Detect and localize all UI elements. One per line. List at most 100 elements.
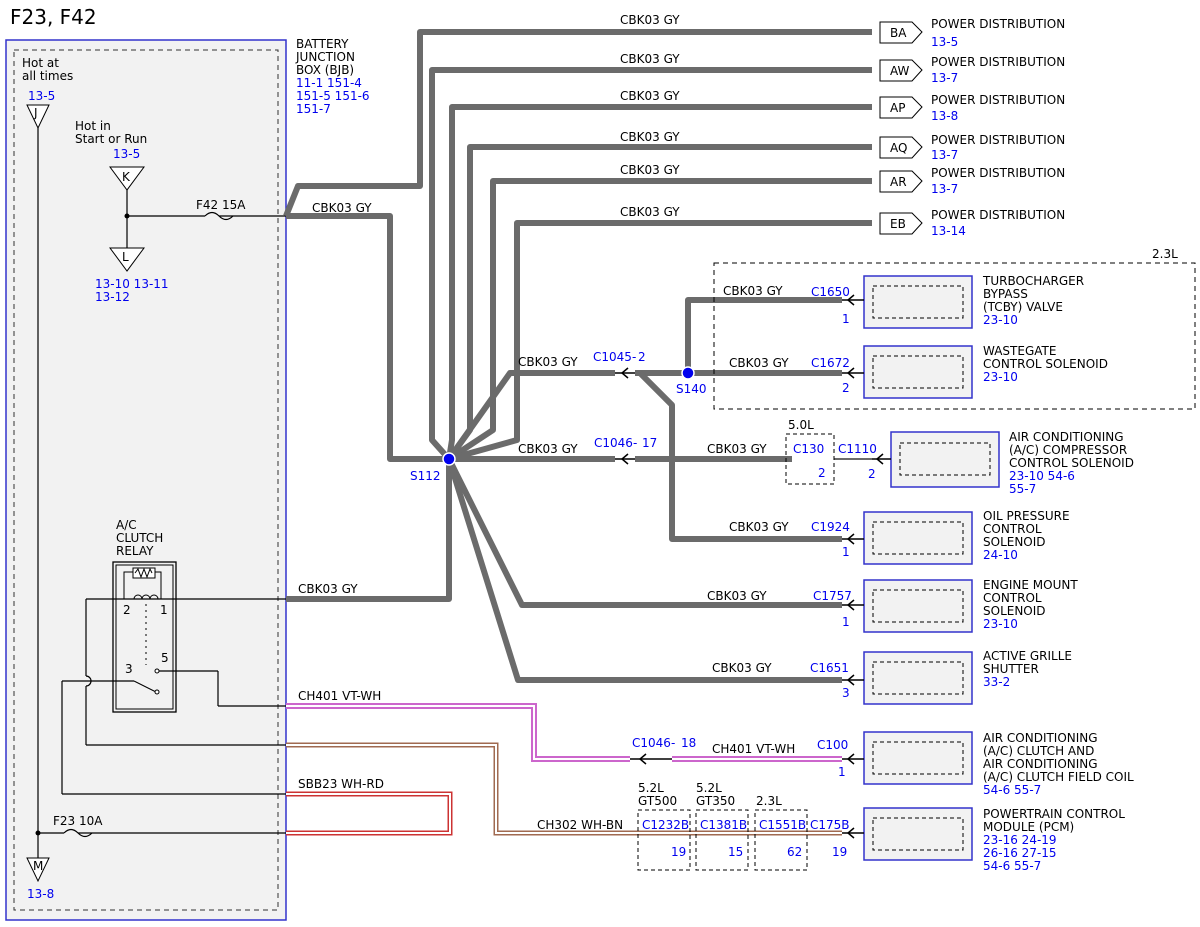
variant-gt500-conn: C1232B [642, 818, 689, 832]
relay-pin-1: 1 [160, 603, 168, 617]
comp-c100-line-1: AIR CONDITIONING [983, 731, 1098, 745]
hot-start-ref: 13-5 [113, 147, 140, 161]
cbk03-harness [283, 29, 872, 683]
wire-label: CBK03 GY [620, 163, 680, 177]
wire-label: CBK03 GY [729, 356, 789, 370]
comp-c1110-ref-1: 23-10 54-6 [1009, 469, 1075, 483]
wire-label: CBK03 GY [729, 520, 789, 534]
connector-j-label: J [33, 106, 38, 120]
comp-c1110-line-2: (A/C) COMPRESSOR [1009, 443, 1127, 457]
relay-pin-3: 3 [125, 662, 133, 676]
variant-gt500-line-1: 5.2L [638, 781, 664, 795]
group-2-3l-outline [713, 262, 1196, 410]
wire-label: CBK03 GY [620, 205, 680, 219]
wire-label: CBK03 GY [620, 52, 680, 66]
wire-label: CBK03 GY [518, 355, 578, 369]
c1046-18-dash: - [671, 736, 675, 750]
c1046-17-label: C1046 [594, 436, 633, 450]
relay-pin-2: 2 [123, 603, 131, 617]
bjb-name-line-2: JUNCTION [295, 50, 355, 64]
pd-ap-code: AP [890, 101, 905, 115]
comp-c100-line-3: AIR CONDITIONING [983, 757, 1098, 771]
splice-s112-icon [442, 452, 456, 466]
bjb-internal-wiring [37, 128, 286, 858]
c1046-18-label: C1046 [632, 736, 671, 750]
comp-c1650-line-2: BYPASS [983, 287, 1028, 301]
wire-label: CBK03 GY [620, 89, 680, 103]
comp-c1110-ref-2: 55-7 [1009, 482, 1036, 496]
power-distribution-ar: AR POWER DISTRIBUTION 13-7 [879, 166, 1065, 196]
hot-always-line-1: Hot at [22, 56, 59, 70]
comp-c1672-ref-1: 23-10 [983, 370, 1018, 384]
comp-c1672-line-2: CONTROL SOLENOID [983, 357, 1108, 371]
wire-label: CBK03 GY [707, 442, 767, 456]
comp-c1924-ref-1: 24-10 [983, 548, 1018, 562]
component-oil-pressure-solenoid [842, 511, 973, 565]
wire-label: CBK03 GY [620, 13, 680, 27]
pd-aw-code: AW [890, 64, 910, 78]
conn-c1672: C1672 [811, 356, 850, 370]
comp-pcm-line-2: MODULE (PCM) [983, 820, 1074, 834]
comp-c1110-line-3: CONTROL SOLENOID [1009, 456, 1134, 470]
connector-l-ref-1: 13-10 13-11 [95, 277, 169, 291]
connector-k-icon [109, 166, 145, 191]
c1045-arrow-icon [615, 367, 635, 379]
pd-aq-code: AQ [890, 141, 907, 155]
connector-l-ref-2: 13-12 [95, 290, 130, 304]
relay-name-line-2: CLUTCH [116, 531, 163, 545]
power-distribution-aq: AQ POWER DISTRIBUTION 13-7 [879, 133, 1065, 162]
power-distribution-ba: BA POWER DISTRIBUTION 13-5 [879, 17, 1065, 49]
pin-c100: 1 [838, 765, 846, 779]
c1046-17-dash: - [633, 436, 637, 450]
pd-eb-ref: 13-14 [931, 224, 966, 238]
comp-c1651-ref-1: 33-2 [983, 675, 1010, 689]
conn-c1651: C1651 [810, 661, 849, 675]
wire-label: CBK03 GY [620, 130, 680, 144]
variant-gt500-pin: 19 [671, 845, 686, 859]
c1046-17-arrow-icon [615, 453, 635, 465]
comp-c1672-line-1: WASTEGATE [983, 344, 1056, 358]
component-ac-compressor-solenoid [872, 431, 1000, 488]
ch401-wire [286, 703, 842, 762]
wire-label: CBK03 GY [723, 284, 783, 298]
splice-s140-label: S140 [676, 382, 707, 396]
comp-pcm-line-1: POWERTRAIN CONTROL [983, 807, 1125, 821]
c130-variant: 5.0L [788, 418, 814, 432]
hot-start-line-1: Hot in [75, 119, 111, 133]
c1046-17-pin: 17 [642, 436, 657, 450]
c130-pin: 2 [818, 466, 826, 480]
comp-c1757-line-2: CONTROL [983, 591, 1042, 605]
comp-c1924-line-1: OIL PRESSURE [983, 509, 1070, 523]
bjb-name-line-3: BOX (BJB) [296, 63, 354, 77]
relay-name-line-3: RELAY [116, 544, 154, 558]
bjb-ref-line-2: 151-5 151-6 [296, 89, 370, 103]
wire-label-ch401: CH401 VT-WH [298, 689, 381, 703]
comp-c100-line-2: (A/C) CLUTCH AND [983, 744, 1094, 758]
power-distribution-eb: EB POWER DISTRIBUTION 13-14 [879, 208, 1065, 238]
relay-name-line-1: A/C [116, 518, 137, 532]
c1045-label: C1045 [593, 350, 632, 364]
conn-c175b: C175B [810, 818, 850, 832]
pin-c1757: 1 [842, 615, 850, 629]
component-ac-clutch-field-coil [842, 731, 973, 785]
variant-gt350-conn: C1381B [700, 818, 747, 832]
comp-c1757-ref-1: 23-10 [983, 617, 1018, 631]
comp-c1651-line-1: ACTIVE GRILLE [983, 649, 1072, 663]
bjb-name-line-1: BATTERY [296, 37, 349, 51]
pin-c1672: 2 [842, 381, 850, 395]
c130-label: C130 [793, 442, 824, 456]
ch302-wire [286, 742, 842, 836]
wire-label: CBK03 GY [298, 582, 358, 596]
connector-m-ref: 13-8 [27, 887, 54, 901]
comp-c1924-line-3: SOLENOID [983, 535, 1046, 549]
pin-c1651: 3 [842, 686, 850, 700]
variant-gt350-line-2: GT350 [696, 794, 735, 808]
pin-c1110: 2 [868, 467, 876, 481]
pd-ap-label: POWER DISTRIBUTION [931, 93, 1065, 107]
ac-clutch-relay-icon [112, 561, 177, 713]
pd-aw-label: POWER DISTRIBUTION [931, 55, 1065, 69]
battery-junction-box [5, 39, 287, 921]
relay-pin-5: 5 [161, 651, 169, 665]
